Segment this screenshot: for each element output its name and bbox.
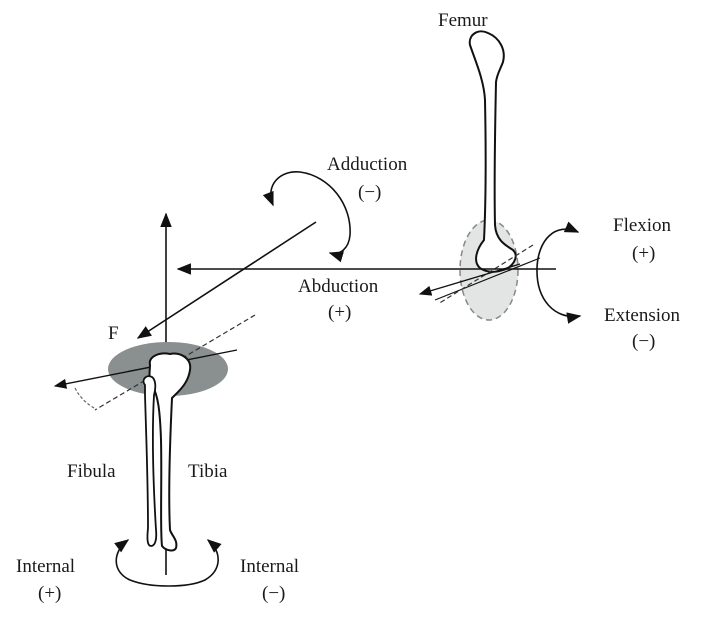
flexion-extension-arc — [536, 221, 582, 324]
label-flexion-sign: (+) — [632, 243, 655, 264]
adduction-arc — [262, 171, 351, 263]
label-adduction-sign: (−) — [358, 182, 381, 203]
label-internal-right-sign: (−) — [262, 583, 285, 604]
femur-dashed-line — [437, 244, 534, 305]
label-extension-sign: (−) — [632, 331, 655, 352]
femur-bone — [468, 30, 517, 273]
label-internal-left-sign: (+) — [38, 583, 61, 604]
label-fibula: Fibula — [67, 461, 116, 482]
label-abduction-sign: (+) — [328, 302, 351, 323]
label-tibia: Tibia — [188, 461, 228, 482]
label-abduction: Abduction — [298, 276, 379, 297]
tibia-bone — [148, 352, 192, 552]
label-internal-left: Internal — [16, 556, 75, 577]
rotation-angle-arc — [74, 387, 97, 410]
label-extension: Extension — [604, 305, 680, 326]
label-femur: Femur — [438, 10, 488, 31]
label-flexion: Flexion — [613, 215, 672, 236]
label-adduction: Adduction — [327, 154, 408, 175]
fibula-bone — [142, 375, 158, 547]
adduction-axis-arrow — [136, 221, 317, 339]
label-f-marker: F — [108, 323, 119, 344]
label-internal-right: Internal — [240, 556, 299, 577]
internal-rotation-arc — [114, 539, 222, 587]
femur-mediolateral-axis — [434, 257, 541, 301]
tibia-dashed-line — [94, 314, 256, 411]
tibia-mediolateral-axis — [53, 349, 238, 389]
